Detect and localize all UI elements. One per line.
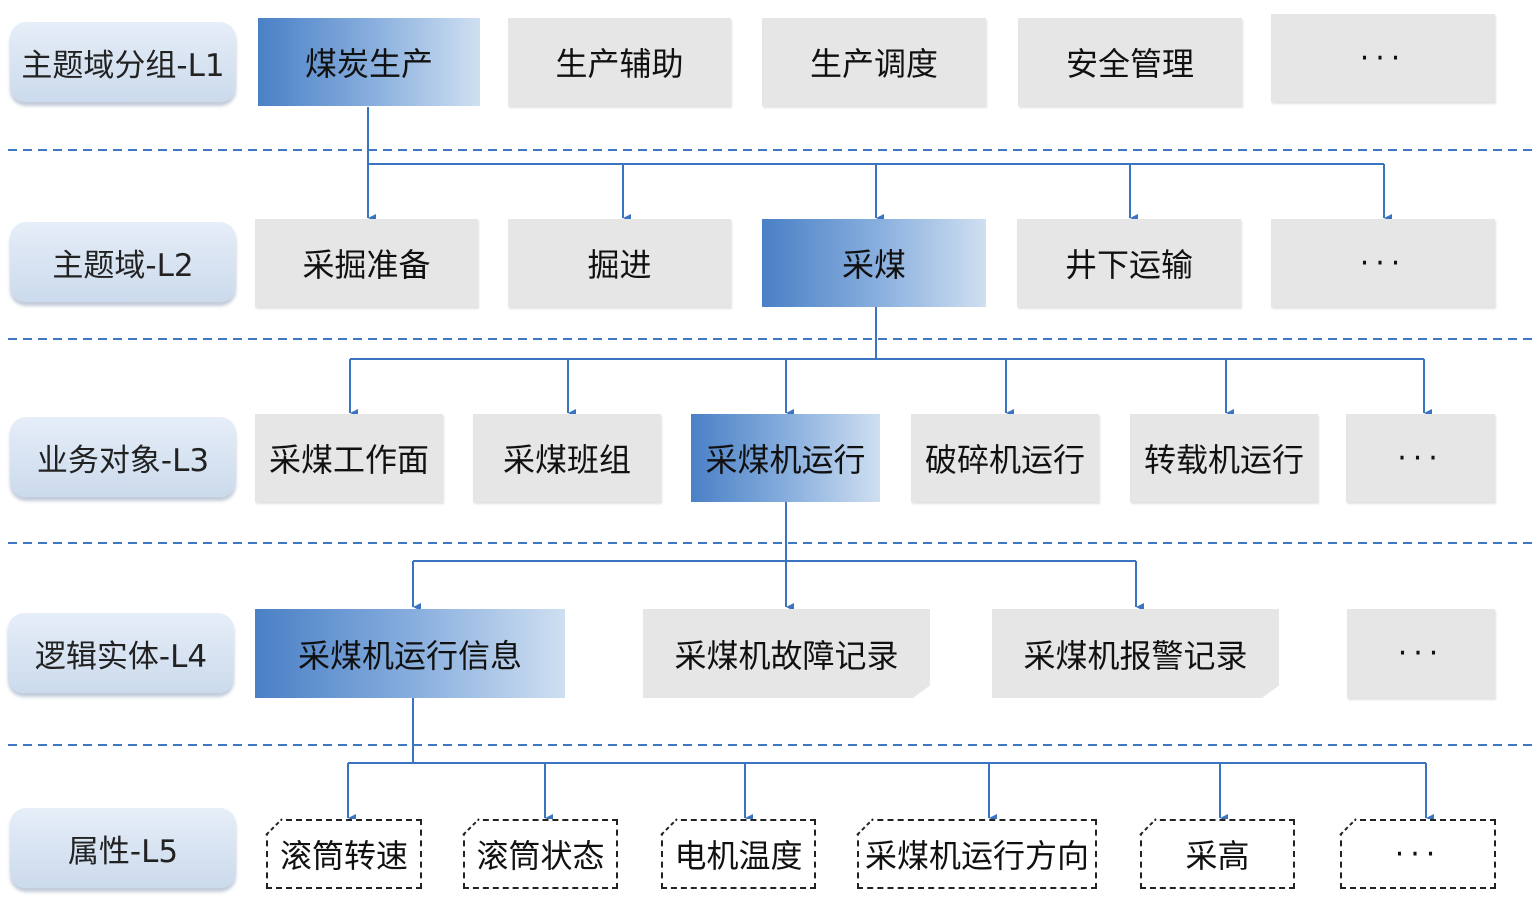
level-label-l4: 逻辑实体-L4	[8, 613, 234, 693]
l5-attr-motor-temperature[interactable]: 电机温度	[661, 819, 816, 889]
l1-node-production-dispatch[interactable]: 生产调度	[762, 18, 986, 106]
l4-node-shearer-run-info[interactable]: 采煤机运行信息	[255, 609, 565, 698]
l2-node-mining-prep[interactable]: 采掘准备	[255, 219, 478, 307]
l1-node-production-aux[interactable]: 生产辅助	[508, 18, 731, 106]
l1-node-coal-production[interactable]: 煤炭生产	[258, 18, 480, 106]
l3-node-more[interactable]: ···	[1346, 414, 1495, 502]
l3-node-shearer-operation[interactable]: 采煤机运行	[691, 414, 880, 502]
l3-node-crusher-operation[interactable]: 破碎机运行	[911, 414, 1099, 502]
l3-node-mining-team[interactable]: 采煤班组	[473, 414, 661, 502]
l2-node-more[interactable]: ···	[1271, 219, 1495, 307]
l2-node-coal-mining[interactable]: 采煤	[762, 219, 986, 307]
level-label-l5: 属性-L5	[10, 808, 236, 888]
l4-node-shearer-fault-log[interactable]: 采煤机故障记录	[643, 609, 930, 698]
l5-attr-drum-status[interactable]: 滚筒状态	[463, 819, 618, 889]
l4-node-more[interactable]: ···	[1347, 609, 1495, 698]
level-label-l3: 业务对象-L3	[10, 417, 236, 497]
level-label-l2: 主题域-L2	[10, 222, 236, 302]
level-label-l1: 主题域分组-L1	[10, 22, 236, 102]
l1-node-safety-management[interactable]: 安全管理	[1018, 18, 1242, 106]
l5-attr-more[interactable]: ···	[1340, 819, 1496, 889]
l5-attr-mining-height[interactable]: 采高	[1140, 819, 1295, 889]
l3-node-loader-operation[interactable]: 转载机运行	[1130, 414, 1318, 502]
l4-node-shearer-alarm-log[interactable]: 采煤机报警记录	[992, 609, 1279, 698]
l2-node-underground-transport[interactable]: 井下运输	[1017, 219, 1241, 307]
l3-node-working-face[interactable]: 采煤工作面	[255, 414, 443, 502]
l1-node-more[interactable]: ···	[1271, 14, 1495, 102]
l2-node-tunneling[interactable]: 掘进	[508, 219, 731, 307]
l5-attr-drum-speed[interactable]: 滚筒转速	[266, 819, 422, 889]
l5-attr-shearer-direction[interactable]: 采煤机运行方向	[857, 819, 1097, 889]
